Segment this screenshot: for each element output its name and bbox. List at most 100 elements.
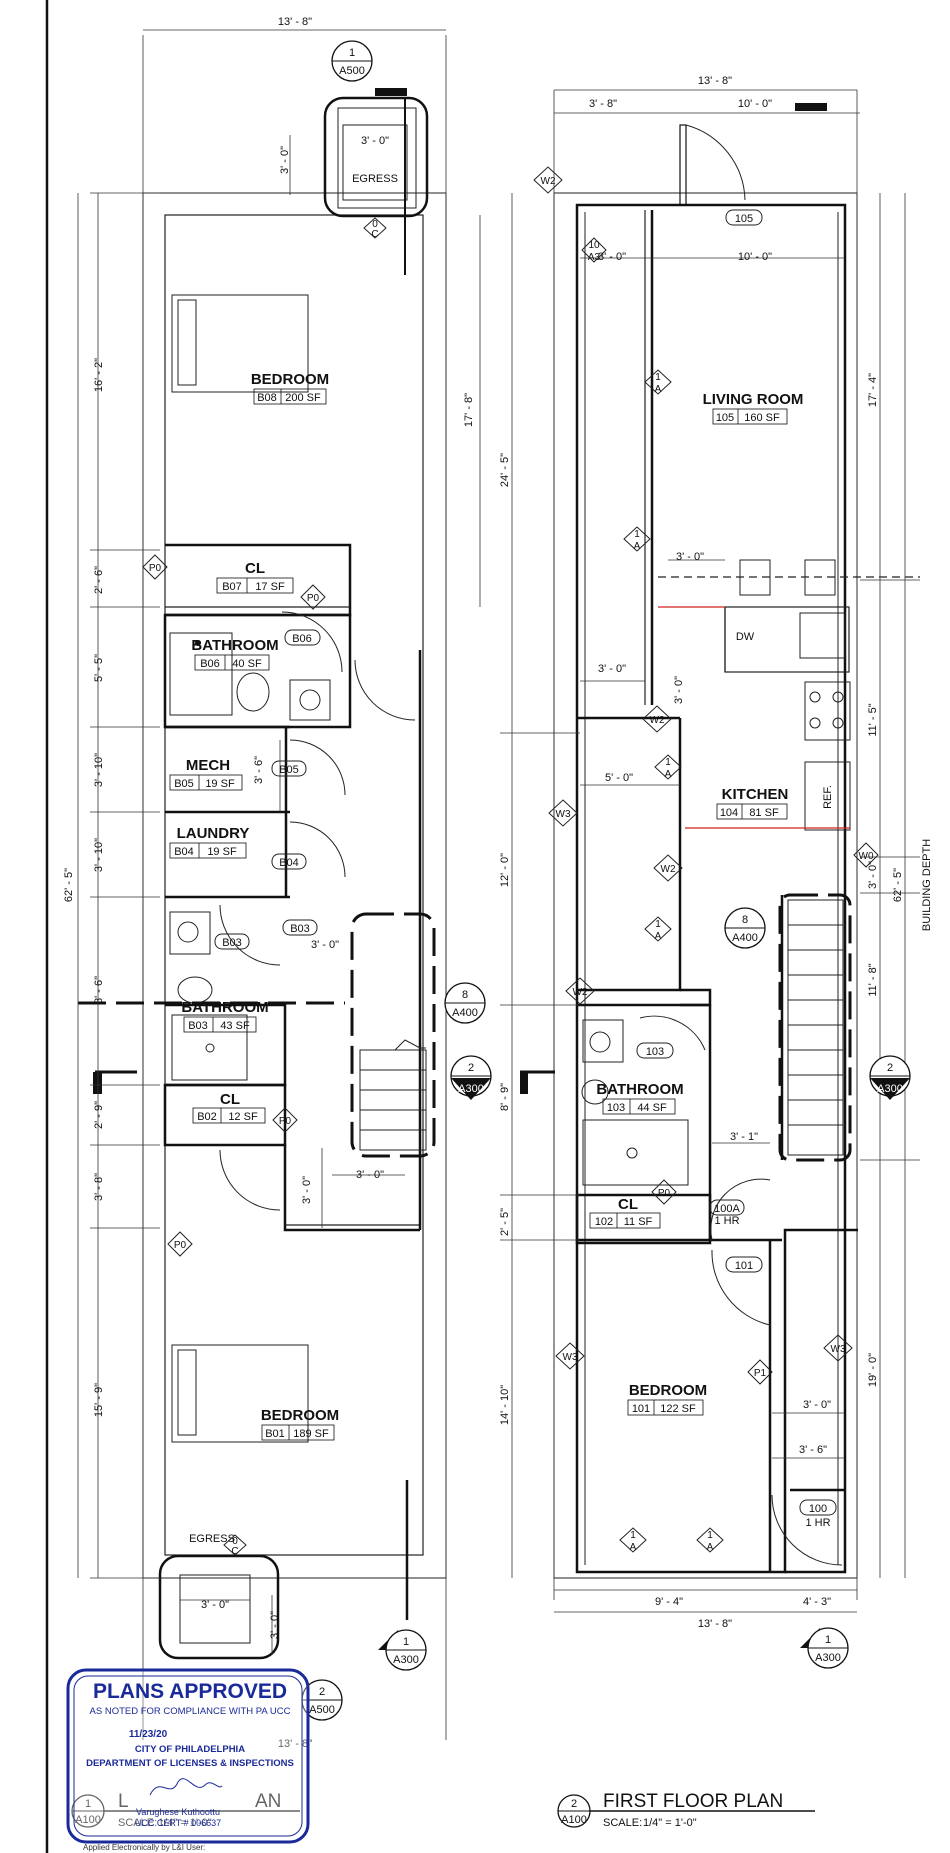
tag-1a: 1A — [644, 369, 672, 395]
svg-text:A300: A300 — [393, 1654, 419, 1666]
door-tag-text: 101 — [735, 1260, 753, 1272]
egress-well-bottom — [158, 1554, 280, 1660]
ref-label: REF. — [822, 785, 834, 809]
section-cut-mark — [520, 1072, 528, 1094]
svg-text:C: C — [231, 1546, 238, 1557]
drain — [195, 640, 201, 646]
tag-w2: W2 — [533, 166, 563, 194]
door-swing — [289, 739, 346, 796]
svg-text:A3: A3 — [588, 252, 601, 263]
door-tag — [725, 1256, 763, 1273]
door-swing — [771, 1494, 843, 1566]
dim-text: 19' - 0" — [867, 1353, 879, 1387]
right-ext-wall-left — [575, 203, 858, 1574]
tag-w2: W2 — [642, 705, 672, 733]
svg-text:8: 8 — [742, 914, 748, 926]
tag-w0: W0 — [853, 842, 879, 868]
dim-text: 13' - 8" — [278, 1738, 312, 1750]
right-ext-wall-right — [660, 203, 847, 1574]
svg-text:8: 8 — [462, 989, 468, 1001]
svg-text:1: 1 — [665, 757, 671, 768]
room-name: BATHROOM — [181, 999, 268, 1016]
door-tag-text: 100A — [714, 1203, 740, 1215]
dim-text: 2' - 6" — [93, 566, 105, 594]
stamp-note: Applied Electronically by L&I User: — [83, 1843, 205, 1852]
right-dimensions — [500, 89, 920, 1613]
dim-text: 9' - 4" — [655, 1596, 683, 1608]
dim-text: 13' - 8" — [278, 16, 312, 28]
svg-text:SCALE:: SCALE: — [118, 1817, 157, 1829]
stamp-cert: UCC CERT # 006637 — [135, 1818, 221, 1828]
door-tag — [725, 209, 763, 226]
door-tag — [284, 629, 321, 646]
stair-first — [780, 895, 844, 1160]
burner — [832, 717, 844, 729]
svg-text:P0: P0 — [307, 593, 320, 604]
room-tag-box — [589, 1212, 661, 1229]
room-tag-box — [627, 1399, 704, 1416]
dw-label: DW — [736, 631, 755, 643]
burner — [809, 691, 821, 703]
dim-text: 3' - 6" — [253, 756, 265, 784]
room-name: CL — [220, 1091, 240, 1108]
room-area: 122 SF — [660, 1403, 696, 1415]
door-tag — [271, 853, 307, 870]
room-number: B02 — [197, 1111, 217, 1123]
toilet-103 — [581, 1079, 609, 1105]
egress-window-top — [337, 107, 417, 209]
svg-text:1/4" = 1'-0": 1/4" = 1'-0" — [158, 1817, 212, 1829]
tag-p0: P0 — [142, 554, 168, 580]
dim-text: 11' - 8" — [867, 963, 879, 996]
tag-1a: 1A — [644, 916, 672, 942]
door-swing — [711, 1249, 771, 1326]
dim-text: 62' - 5" — [892, 868, 904, 902]
door-tag-text: 100 — [809, 1503, 827, 1515]
svg-text:P0: P0 — [149, 563, 162, 574]
left-dimensions — [77, 29, 481, 1655]
range — [804, 681, 851, 741]
tag-w2: W2 — [653, 854, 683, 882]
svg-text:C: C — [371, 229, 378, 240]
svg-text:A300: A300 — [877, 1083, 903, 1095]
tag-0c: 0C — [363, 217, 387, 240]
room-tag-box — [169, 774, 243, 791]
tag-p0: P0 — [651, 1179, 677, 1205]
basement-plan — [77, 29, 481, 1740]
svg-text:A300: A300 — [815, 1652, 841, 1664]
room-area: 81 SF — [749, 807, 779, 819]
door-tag-text: B03 — [290, 923, 310, 935]
dim-text: 3' - 0" — [803, 1399, 831, 1411]
tag-w3: W3 — [823, 1334, 853, 1362]
dim-text: 24' - 5" — [499, 453, 511, 487]
stamp-reviewer: Varughese Kuthoottu — [136, 1807, 220, 1817]
svg-text:1: 1 — [655, 919, 661, 930]
building-depth-label: BUILDING DEPTH — [921, 839, 933, 931]
dim-text: 3' - 0" — [311, 939, 339, 951]
room-tag-box — [183, 1016, 257, 1033]
room-number: B03 — [188, 1020, 208, 1032]
svg-text:L: L — [118, 1791, 129, 1812]
dim-text: 17' - 4" — [867, 373, 879, 407]
svg-text:A500: A500 — [339, 65, 365, 77]
sink-bowl — [589, 1031, 611, 1053]
drain — [205, 1043, 215, 1053]
shower-b06 — [169, 632, 233, 716]
room-area: 189 SF — [293, 1428, 329, 1440]
dim-text: 11' - 5" — [867, 703, 879, 736]
svg-text:1: 1 — [349, 47, 355, 59]
door-swing — [685, 124, 746, 201]
room-tag-box — [192, 1107, 266, 1124]
svg-text:SCALE:: SCALE: — [603, 1817, 642, 1829]
svg-text:2: 2 — [319, 1686, 325, 1698]
window-cap — [795, 103, 827, 111]
room-tag-box — [216, 577, 294, 594]
room-name: CL — [245, 560, 265, 577]
dim-text: 5' - 0" — [605, 772, 633, 784]
dim-text: 15' - 9" — [93, 1383, 105, 1417]
stair-basement — [359, 1039, 427, 1151]
dim-text: 3' - 0" — [269, 1611, 281, 1639]
door-tag-text: 103 — [646, 1046, 664, 1058]
